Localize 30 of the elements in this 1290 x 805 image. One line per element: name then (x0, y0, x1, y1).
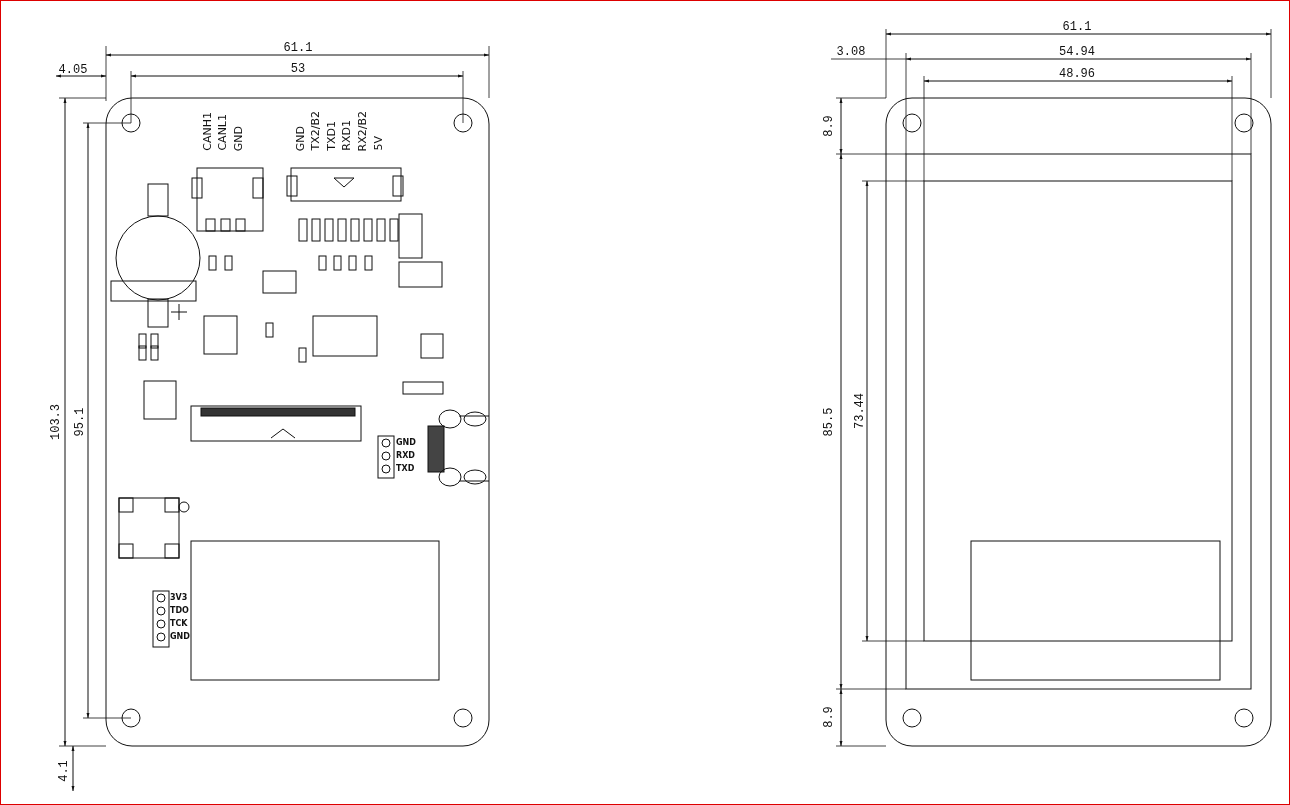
pin-label: RXD1 (341, 120, 352, 151)
pin-label: RXD (396, 452, 415, 460)
pin-label: TDO (170, 607, 189, 615)
dimension-label: 61.1 (283, 42, 313, 54)
dimension-label: 95.1 (74, 407, 86, 437)
dimension-label: 8.9 (823, 115, 835, 137)
dimension-label: 48.96 (1059, 68, 1095, 80)
pin-label: TCK (170, 620, 188, 628)
dimension-label: 61.1 (1062, 21, 1092, 33)
pin-label: TXD (396, 465, 415, 473)
dimension-label: 53 (290, 63, 306, 75)
pin-label: RX2/B2 (357, 110, 368, 151)
dimension-label: 8.9 (823, 706, 835, 728)
pin-label: TX2/B2 (310, 111, 321, 151)
pin-label: GND (396, 439, 416, 447)
pin-label: GND (295, 125, 306, 151)
dimension-label: 85.5 (823, 407, 835, 437)
pin-label: TXD1 (326, 121, 337, 151)
dimension-label: 3.08 (836, 46, 866, 58)
pin-label: CANL1 (217, 114, 228, 151)
pin-label: GND (233, 125, 244, 151)
pin-label: 5V (373, 136, 384, 151)
pin-label: GND (170, 633, 190, 641)
dimension-label: 103.3 (50, 404, 62, 440)
dimension-label: 54.94 (1059, 46, 1095, 58)
pin-label: CANH1 (202, 112, 213, 151)
dimension-label: 4.05 (58, 64, 88, 76)
dimension-label: 73.44 (854, 393, 866, 429)
pin-label: 3V3 (170, 594, 188, 602)
dimension-label: 4.1 (58, 760, 70, 782)
